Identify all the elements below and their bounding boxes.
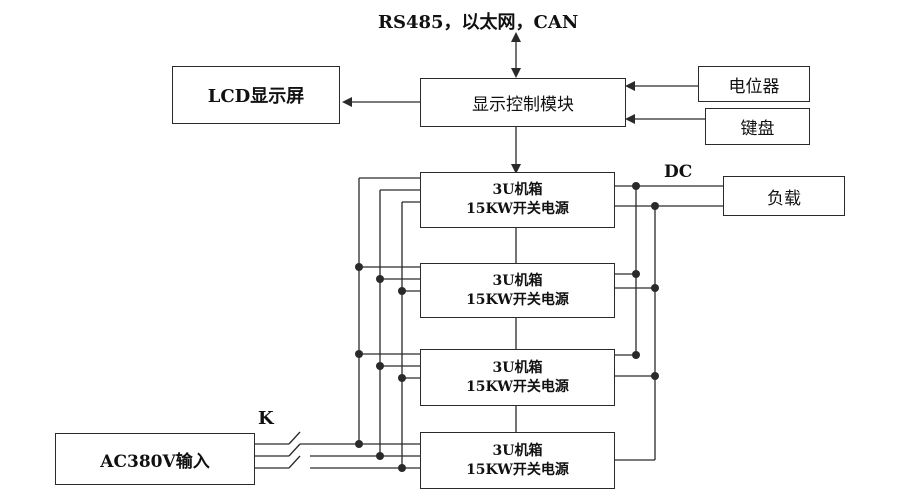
load-box: 负载 xyxy=(723,176,845,216)
psu-unit-2: 3U机箱 15KW开关电源 xyxy=(420,263,615,318)
psu-chassis-label: 3U机箱 xyxy=(492,359,543,376)
psu-unit-4: 3U机箱 15KW开关电源 xyxy=(420,432,615,489)
switch-k-pole-1 xyxy=(288,431,301,445)
potentiometer-box: 电位器 xyxy=(698,66,810,102)
switch-k-pole-3 xyxy=(288,455,301,469)
dc-label: DC xyxy=(664,162,693,182)
comm-interface-label: RS485，以太网，CAN xyxy=(378,12,579,33)
lcd-display-box: LCD显示屏 xyxy=(172,66,340,124)
psu-rating-label: 15KW开关电源 xyxy=(466,461,569,478)
switch-k-label: K xyxy=(258,408,274,429)
psu-chassis-label: 3U机箱 xyxy=(492,442,543,459)
psu-rating-label: 15KW开关电源 xyxy=(466,201,569,217)
psu-unit-1: 3U机箱 15KW开关电源 xyxy=(420,172,615,228)
display-control-module: 显示控制模块 xyxy=(420,78,626,127)
psu-chassis-label: 3U机箱 xyxy=(492,272,543,289)
psu-rating-label: 15KW开关电源 xyxy=(466,291,569,308)
psu-rating-label: 15KW开关电源 xyxy=(466,378,569,395)
psu-chassis-label: 3U机箱 xyxy=(492,182,543,198)
switch-k-pole-2 xyxy=(288,443,301,457)
ac-input-box: AC380V输入 xyxy=(55,433,255,485)
keyboard-box: 键盘 xyxy=(705,108,810,145)
psu-unit-3: 3U机箱 15KW开关电源 xyxy=(420,349,615,406)
